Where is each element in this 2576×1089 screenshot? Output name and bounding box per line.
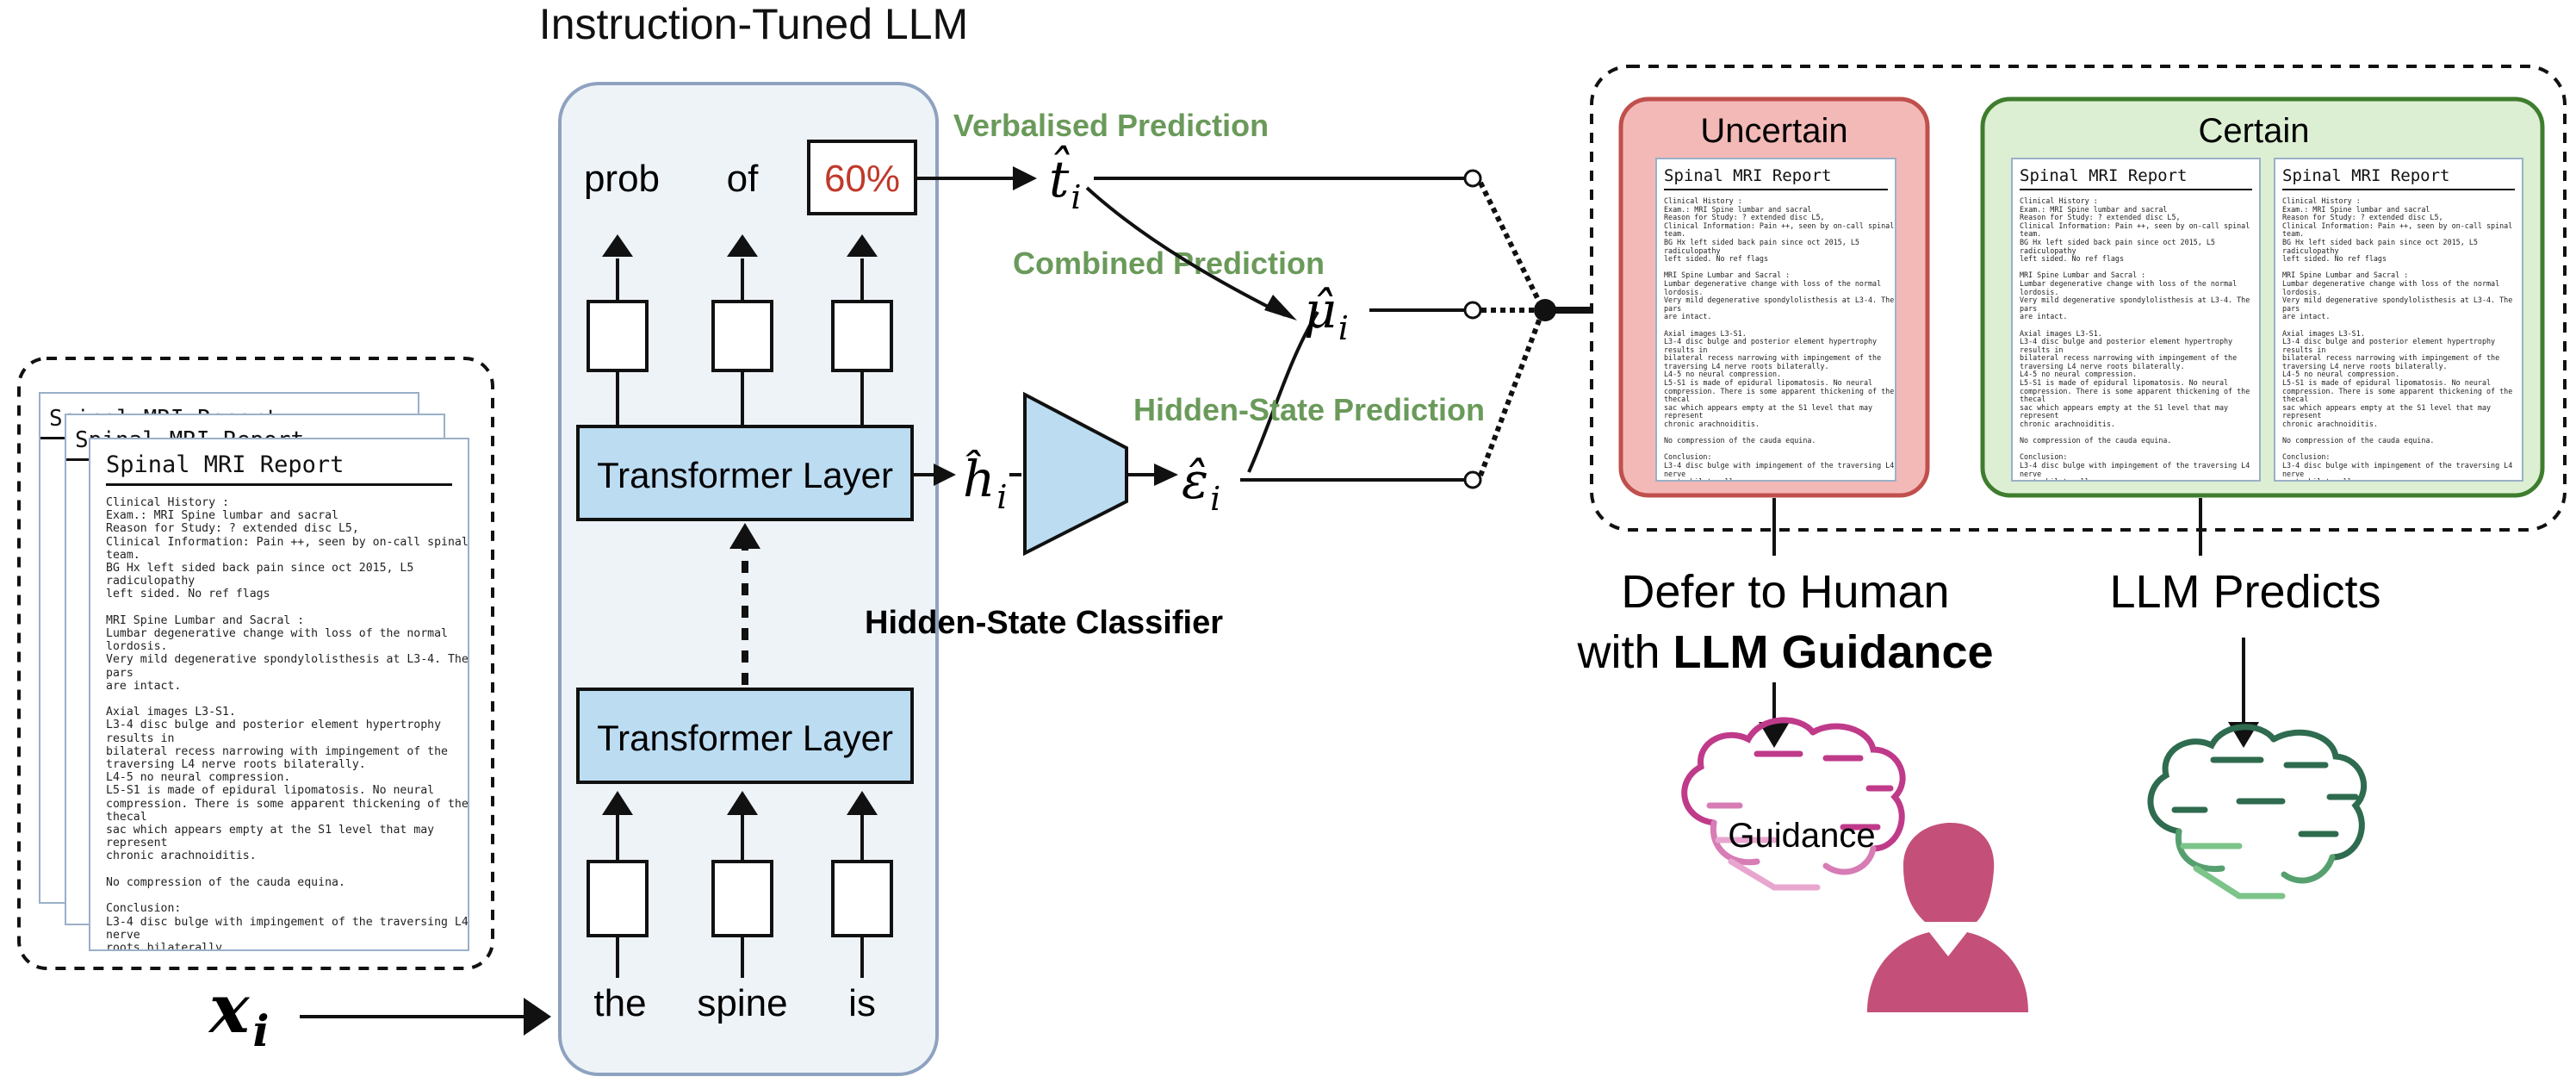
report-certain-1-title: Spinal MRI Report <box>2020 166 2252 190</box>
defer-line-1: Defer to Human <box>1621 566 1949 618</box>
llm-predicts-label: LLM Predicts <box>2109 566 2380 618</box>
report-certain-2: Spinal MRI Report Clinical History : Exa… <box>2274 158 2523 482</box>
output-token-of: of <box>727 158 759 200</box>
report-certain-1-body: Clinical History : Exam.: MRI Spine lumb… <box>2020 196 2250 480</box>
person-icon <box>1867 823 2028 1012</box>
llm-title: Instruction-Tuned LLM <box>539 0 968 48</box>
report-uncertain-body: Clinical History : Exam.: MRI Spine lumb… <box>1664 196 1895 480</box>
report-certain-2-body: Clinical History : Exam.: MRI Spine lumb… <box>2282 196 2513 480</box>
defer-line-2: with LLM Guidance <box>1576 626 1993 678</box>
upper-token-column <box>587 258 893 426</box>
input-token-spine: spine <box>697 982 787 1024</box>
input-token-the: the <box>593 982 646 1024</box>
report-front-title: Spinal MRI Report <box>106 451 452 486</box>
prediction-switch <box>1478 181 1544 477</box>
brain-circuit-pink-icon <box>1681 717 1906 891</box>
transformer-layer-top-label: Transformer Layer <box>597 455 893 495</box>
symbol-eps-hat: ε̂i <box>1182 451 1220 518</box>
transformer-layer-bottom-label: Transformer Layer <box>597 718 893 758</box>
input-reports-group <box>17 357 494 970</box>
output-token-prob: prob <box>584 158 660 200</box>
symbol-h-hat: ĥi <box>963 450 1008 516</box>
label-verbalised-prediction: Verbalised Prediction <box>953 108 1269 143</box>
combine-line-from-t <box>1085 186 1286 317</box>
combine-line-from-eps <box>1247 310 1319 473</box>
report-front: Spinal MRI Report Clinical History : Exa… <box>89 438 469 951</box>
input-token-is: is <box>848 982 876 1024</box>
output-token-box <box>807 140 917 215</box>
uncertain-label: Uncertain <box>1700 112 1847 150</box>
hidden-state-classifier-shape <box>1023 391 1128 557</box>
label-hidden-state-classifier: Hidden-State Classifier <box>865 605 1223 641</box>
lower-token-column <box>587 814 893 978</box>
report-certain-2-title: Spinal MRI Report <box>2282 166 2515 190</box>
input-symbol: xi <box>208 970 270 1056</box>
symbol-mu-hat: μ̂i <box>1304 281 1349 347</box>
report-uncertain: Spinal MRI Report Clinical History : Exa… <box>1655 158 1896 482</box>
report-certain-1: Spinal MRI Report Clinical History : Exa… <box>2011 158 2261 482</box>
symbol-t-hat: t̂i <box>1049 145 1081 216</box>
label-hidden-state-prediction: Hidden-State Prediction <box>1133 392 1485 427</box>
brain-circuit-green-icon <box>2147 724 2368 899</box>
certain-label: Certain <box>2199 112 2310 150</box>
report-front-body: Clinical History : Exam.: MRI Spine lumb… <box>106 496 469 951</box>
transformer-layer-bottom <box>576 688 914 784</box>
output-token-probability: 60% <box>824 158 900 200</box>
report-uncertain-title: Spinal MRI Report <box>1664 166 1888 190</box>
guidance-label: Guidance <box>1728 817 1875 855</box>
